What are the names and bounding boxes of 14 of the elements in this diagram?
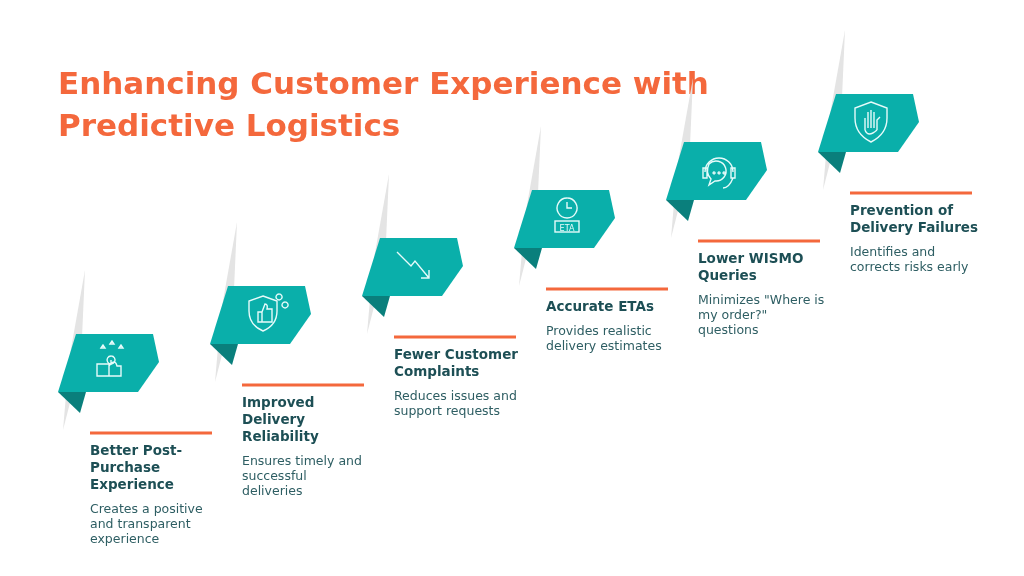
step-description: Minimizes "Where is my order?" questions <box>698 292 826 337</box>
title: Enhancing Customer Experience with Predictive Logistics <box>58 64 710 145</box>
step-description: Provides realistic delivery estimates <box>546 323 663 353</box>
step-heading: Lower WISMO Queries <box>698 250 805 284</box>
step-description: Identifies and corrects risks early <box>850 244 970 274</box>
step-heading: Better Post-Purchase Experience <box>90 442 184 493</box>
icon-caption: ETA <box>559 223 575 233</box>
step-description: Creates a positive and transparent experience <box>90 501 204 546</box>
step-heading: Prevention of Delivery Failures <box>850 202 978 236</box>
step-heading: Fewer Customer Complaints <box>394 346 519 380</box>
step-description: Reduces issues and support requests <box>394 388 518 418</box>
step-heading: Accurate ETAs <box>546 298 655 315</box>
step-heading: Improved Delivery Reliability <box>242 394 320 445</box>
step-description: Ensures timely and successful deliveries <box>242 453 363 498</box>
